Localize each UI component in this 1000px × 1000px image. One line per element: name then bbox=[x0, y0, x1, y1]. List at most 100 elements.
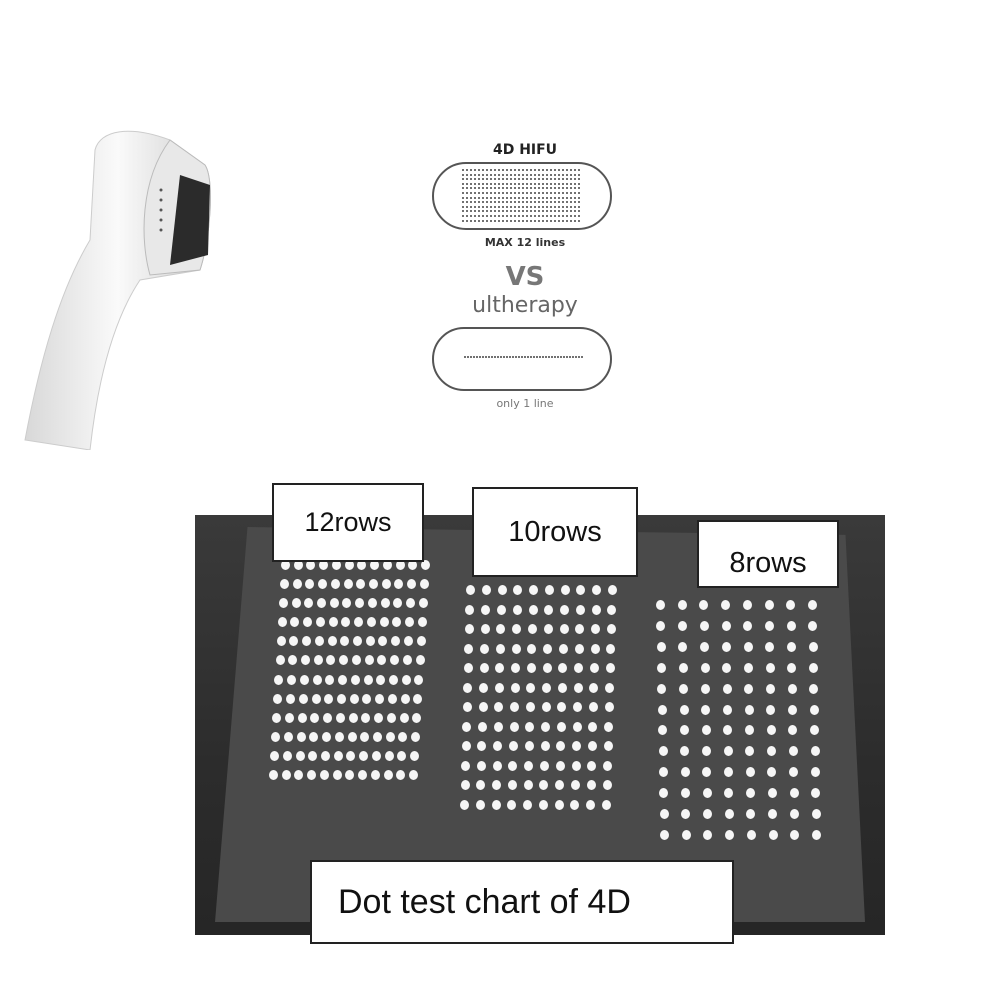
pattern-dot bbox=[534, 201, 536, 204]
test-dot bbox=[540, 741, 550, 752]
test-dot bbox=[589, 682, 599, 693]
pattern-dot bbox=[478, 169, 480, 171]
pattern-dot bbox=[566, 169, 568, 171]
test-dot bbox=[526, 663, 536, 674]
pattern-dot bbox=[534, 215, 536, 217]
pattern-dot bbox=[494, 169, 496, 171]
test-dot bbox=[480, 643, 490, 654]
test-dot bbox=[607, 604, 617, 615]
pattern-dot bbox=[510, 187, 512, 190]
pattern-dot bbox=[526, 173, 528, 176]
test-dot bbox=[496, 624, 506, 635]
pattern-dot bbox=[478, 201, 480, 204]
pattern-dot bbox=[498, 201, 500, 204]
pattern-dot bbox=[482, 215, 484, 217]
test-dot bbox=[358, 770, 368, 780]
pattern-dot bbox=[562, 169, 564, 171]
test-dot bbox=[787, 641, 796, 652]
pattern-dot bbox=[530, 192, 532, 194]
pattern-dot bbox=[490, 201, 492, 204]
pattern-dot bbox=[542, 173, 544, 176]
pattern-dot bbox=[479, 356, 481, 358]
test-dot bbox=[364, 655, 374, 666]
pattern-dot bbox=[538, 173, 540, 176]
test-dot bbox=[810, 725, 820, 736]
test-dot bbox=[476, 760, 486, 771]
pattern-dot bbox=[490, 192, 492, 194]
test-dot bbox=[590, 643, 600, 654]
test-dot bbox=[543, 643, 553, 654]
test-dot bbox=[703, 830, 713, 840]
pattern-dot bbox=[510, 215, 512, 217]
test-dot bbox=[742, 600, 752, 610]
pattern-dot bbox=[578, 178, 580, 181]
test-dot bbox=[391, 636, 401, 647]
pattern-dot bbox=[566, 192, 568, 194]
pattern-dot bbox=[562, 182, 564, 185]
pattern-dot bbox=[554, 210, 556, 213]
test-dot bbox=[317, 598, 326, 609]
pattern-dot bbox=[506, 201, 508, 204]
test-dot bbox=[327, 636, 337, 647]
test-dot bbox=[544, 604, 554, 615]
test-dot bbox=[289, 636, 299, 647]
group-label-8rows: 8rows bbox=[697, 520, 839, 588]
test-dot bbox=[355, 598, 365, 609]
pattern-dot bbox=[474, 192, 476, 194]
pattern-dot bbox=[574, 178, 576, 181]
pattern-dot bbox=[514, 182, 516, 185]
pattern-dot bbox=[502, 205, 504, 208]
pattern-dot bbox=[522, 169, 524, 171]
pattern-dot bbox=[470, 178, 472, 181]
pattern-dot bbox=[482, 173, 484, 176]
test-dot bbox=[281, 770, 291, 780]
test-dot bbox=[311, 693, 321, 704]
test-dot bbox=[725, 830, 735, 840]
test-dot bbox=[555, 760, 565, 771]
pattern-dot bbox=[546, 219, 548, 222]
pattern-dot bbox=[578, 173, 580, 176]
test-dot bbox=[371, 750, 381, 761]
pattern-dot bbox=[530, 356, 532, 358]
test-dot bbox=[541, 702, 551, 713]
test-dot bbox=[287, 674, 297, 685]
test-dot bbox=[658, 746, 668, 757]
test-dot bbox=[768, 809, 778, 820]
pattern-dot bbox=[530, 196, 532, 199]
test-dot bbox=[659, 809, 669, 820]
pattern-dot bbox=[500, 356, 502, 358]
test-dot bbox=[745, 725, 755, 736]
test-dot bbox=[766, 683, 776, 694]
vs-label: VS bbox=[505, 262, 545, 292]
test-dot bbox=[744, 704, 754, 715]
pattern-dot bbox=[494, 182, 496, 185]
pattern-dot bbox=[473, 356, 475, 358]
pattern-dot bbox=[542, 169, 544, 171]
pattern-dot bbox=[506, 169, 508, 171]
pattern-dot bbox=[462, 173, 464, 176]
test-dot bbox=[408, 560, 418, 570]
test-dot bbox=[306, 560, 316, 570]
pattern-dot bbox=[558, 210, 560, 213]
test-dot bbox=[276, 636, 286, 647]
pattern-dot bbox=[578, 356, 580, 358]
pattern-dot bbox=[542, 205, 544, 208]
test-dot bbox=[699, 620, 709, 631]
pattern-dot bbox=[526, 178, 528, 181]
pattern-dot bbox=[482, 196, 484, 199]
test-dot bbox=[460, 800, 469, 810]
pattern-dot bbox=[578, 187, 580, 190]
test-dot bbox=[808, 641, 818, 652]
test-dot bbox=[743, 620, 753, 631]
test-dot bbox=[328, 617, 338, 628]
pattern-dot bbox=[482, 356, 484, 358]
pattern-dot bbox=[558, 187, 560, 190]
test-dot bbox=[681, 830, 691, 840]
pattern-dot bbox=[566, 201, 568, 204]
test-dot bbox=[743, 662, 753, 673]
ultherapy-title: ultherapy bbox=[472, 293, 578, 318]
test-dot bbox=[324, 693, 334, 704]
test-dot bbox=[419, 579, 429, 590]
test-dot bbox=[477, 721, 487, 732]
test-dot bbox=[270, 750, 280, 761]
